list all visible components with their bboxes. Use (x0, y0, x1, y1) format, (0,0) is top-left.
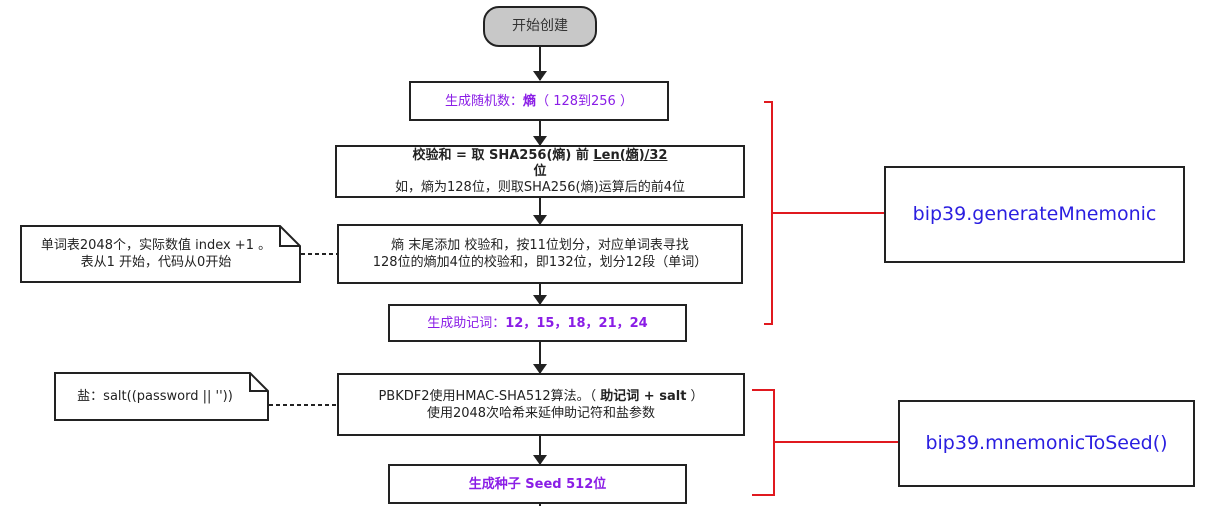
note2-shape (54, 372, 269, 421)
bracket-seed (752, 389, 775, 496)
api-mnemonic-to-seed: bip39.mnemonicToSeed() (898, 400, 1195, 487)
step1-emph: 熵 (523, 93, 537, 109)
step5-line2: 使用2048次哈希来延伸助记符和盐参数 (426, 405, 656, 421)
note1-line2: 表从1 开始，代码从0开始 (80, 255, 232, 270)
bracket-generate (764, 101, 773, 325)
step-append-checksum: 熵 末尾添加 校验和，按11位划分，对应单词表寻找 128位的熵加4位的校验和，… (337, 224, 743, 284)
note1-fold (279, 226, 300, 247)
note1-line1: 单词表2048个，实际数值 index +1 。 (40, 238, 272, 253)
step4-prefix: 生成助记词： (427, 315, 506, 331)
api2-label: bip39.mnemonicToSeed() (925, 432, 1168, 454)
step1-prefix: 生成随机数： (445, 93, 524, 109)
step4-values: 12，15，18，21，24 (505, 315, 648, 331)
start-label: 开始创建 (512, 18, 568, 34)
step2-line1: 校验和 = 取 SHA256(熵) 前 (412, 147, 594, 163)
api1-label: bip39.generateMnemonic (912, 203, 1157, 225)
step5-line1-a: PBKDF2使用HMAC-SHA512算法。（ (378, 388, 601, 404)
note-wordlist: 单词表2048个，实际数值 index +1 。 表从1 开始，代码从0开始 (21, 226, 291, 282)
step2-line1-underlined: Len(熵)/32 (593, 147, 668, 163)
step1-suffix: （ 128到256 ） (536, 93, 633, 109)
start-node: 开始创建 (483, 6, 597, 47)
step5-line1-c: ） (686, 388, 704, 404)
note2-line1: 盐：salt((password || '')) (77, 389, 233, 404)
step-checksum: 校验和 = 取 SHA256(熵) 前 Len(熵)/32 位 如，熵为128位… (335, 145, 745, 198)
step5-line1-b: 助记词 + salt (600, 388, 687, 404)
note2-fold (249, 373, 268, 392)
note1-shape (20, 225, 301, 283)
note-salt: 盐：salt((password || '')) (55, 373, 255, 420)
step-pbkdf2: PBKDF2使用HMAC-SHA512算法。（ 助记词 + salt ） 使用2… (337, 373, 745, 436)
step6-label: 生成种子 Seed 512位 (468, 476, 607, 492)
step2-line2: 位 (533, 163, 547, 179)
api-generate-mnemonic: bip39.generateMnemonic (884, 166, 1185, 263)
step-generate-mnemonic: 生成助记词：12，15，18，21，24 (388, 304, 687, 342)
step3-line1: 熵 末尾添加 校验和，按11位划分，对应单词表寻找 (391, 238, 689, 253)
step-generate-entropy: 生成随机数：熵（ 128到256 ） (409, 81, 669, 121)
step3-line2: 128位的熵加4位的校验和，即132位，划分12段（单词） (372, 255, 708, 270)
step-generate-seed: 生成种子 Seed 512位 (388, 464, 687, 504)
step2-line3: 如，熵为128位，则取SHA256(熵)运算后的前4位 (395, 179, 685, 195)
